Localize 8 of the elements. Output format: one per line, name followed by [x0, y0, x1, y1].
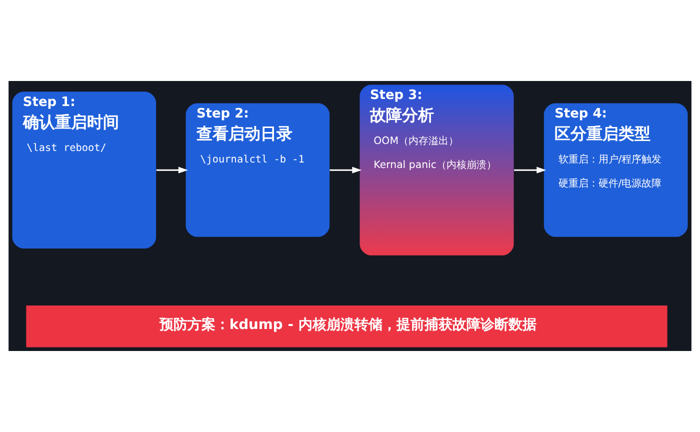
arrow [514, 166, 546, 174]
arrow [156, 166, 188, 174]
node-box: Step 2: 查看启动日录 \journalctl -b -1 [186, 103, 330, 237]
node-box: Step 1: 确认重启时间 \last reboot/ [12, 92, 156, 248]
arrow [330, 166, 362, 174]
node-box: Step 3: 故障分析 OOM（内存溢出） Kernal panic（内核崩溃） [360, 84, 514, 256]
node-box: 预防方案：kdump - 内核崩溃转储，提前捕获故障诊断数据 [26, 306, 668, 348]
node-box: Step 4: 区分重启类型 软重启：用户/程序触发 硬重启：硬件/电源故障 [544, 103, 688, 237]
